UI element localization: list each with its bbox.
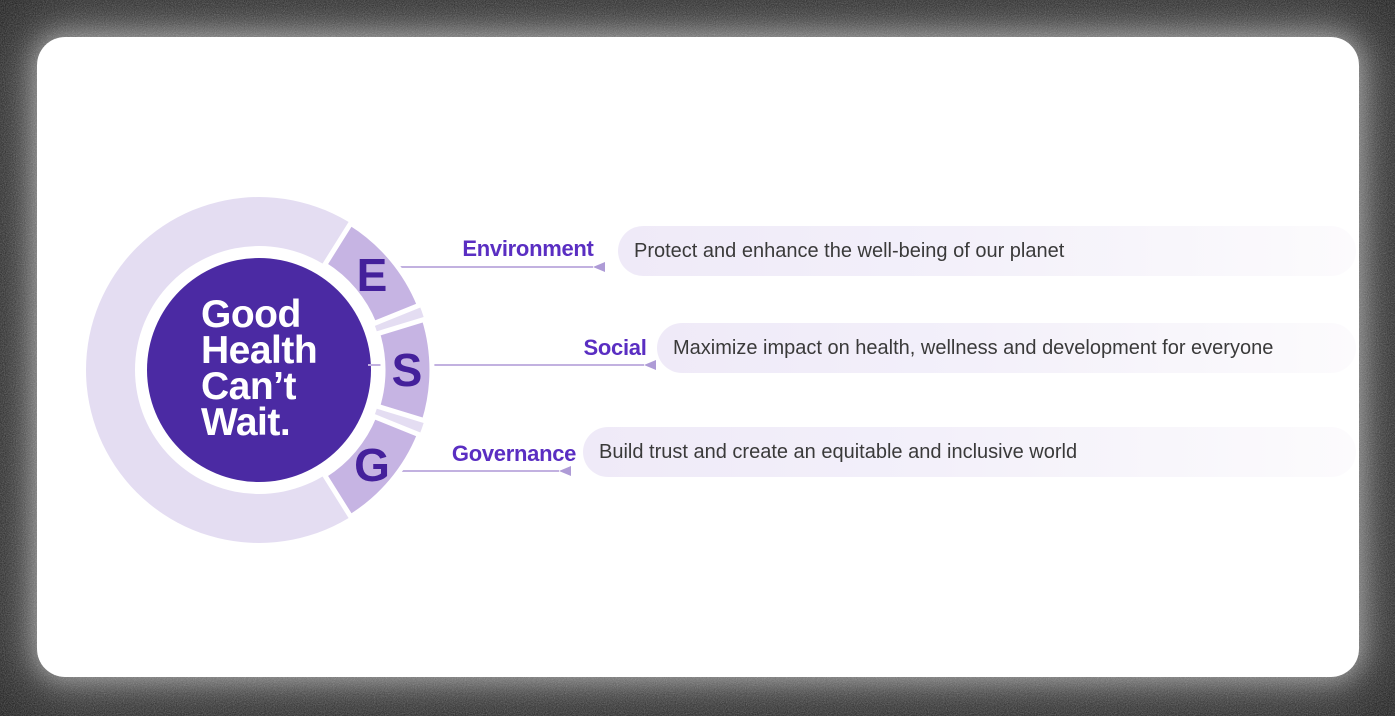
- description-pill-environment: Protect and enhance the well-being of ou…: [618, 226, 1356, 276]
- letter-social: S: [392, 344, 423, 396]
- description-environment: Protect and enhance the well-being of ou…: [634, 239, 1065, 262]
- label-environment: Environment: [462, 236, 594, 261]
- arrowhead-environment-icon: [593, 262, 605, 272]
- infographic-card: E S G Good Health Can’t Wait. Environmen…: [37, 37, 1359, 677]
- label-governance: Governance: [451, 441, 577, 466]
- letter-governance: G: [354, 439, 390, 491]
- description-governance: Build trust and create an equitable and …: [599, 440, 1078, 463]
- arrowhead-governance-icon: [559, 466, 571, 476]
- description-pill-governance: Build trust and create an equitable and …: [583, 427, 1356, 477]
- letter-environment: E: [357, 249, 388, 301]
- arrowhead-social-icon: [644, 360, 656, 370]
- hub-title: Good Health Can’t Wait.: [201, 293, 318, 444]
- description-social: Maximize impact on health, wellness and …: [673, 336, 1274, 359]
- label-social: Social: [583, 335, 647, 360]
- description-pill-social: Maximize impact on health, wellness and …: [657, 323, 1356, 373]
